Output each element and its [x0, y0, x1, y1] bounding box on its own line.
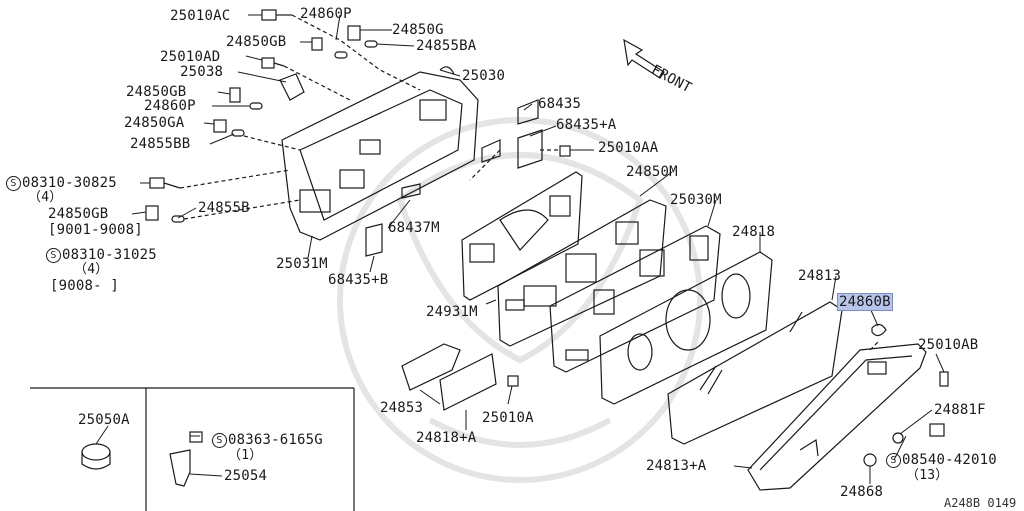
part-24850GB-low: 24850GB [48, 206, 109, 222]
part-24855BB: 24855BB [130, 136, 191, 152]
range-9001-9008: [9001-9008] [48, 222, 143, 238]
part-24850GB-top: 24850GB [226, 34, 287, 50]
part-24850G: 24850G [392, 22, 444, 38]
part-25010A: 25010A [482, 410, 534, 426]
frame-24813A [747, 343, 927, 491]
part-24818: 24818 [732, 224, 776, 240]
part-24860P-top: 24860P [300, 6, 352, 22]
part-25030: 25030 [462, 68, 506, 84]
part-24850GB-mid: 24850GB [126, 84, 187, 100]
panel-25030M [549, 225, 721, 373]
housing-25030 [281, 66, 479, 241]
bulbs-and-screws [145, 9, 571, 223]
qty-1: （1） [228, 448, 263, 463]
range-9008: [9008- ] [50, 278, 120, 294]
part-25010AD: 25010AD [160, 49, 221, 65]
s-symbol-icon: S [6, 176, 21, 191]
lens-24813 [667, 301, 843, 445]
inset-box [30, 387, 355, 511]
part-24850GA: 24850GA [124, 115, 185, 131]
part-24860P-mid: 24860P [144, 98, 196, 114]
part-24855B: 24855B [198, 200, 250, 216]
s-symbol-icon: S [212, 433, 227, 448]
part-24868: 24868 [840, 484, 884, 500]
figure-reference: A248B 0149 [944, 496, 1017, 510]
front-arrow-icon [623, 38, 665, 79]
sub-parts-24853 [401, 343, 519, 411]
part-24931M: 24931M [426, 304, 478, 320]
part-25050A: 25050A [78, 412, 130, 428]
part-24850M: 24850M [626, 164, 678, 180]
watermark-emblem [337, 117, 703, 483]
part-24818A: 24818+A [416, 430, 477, 446]
grommet-25050A [81, 443, 111, 470]
part-25031M: 25031M [276, 256, 328, 272]
bracket-25054 [169, 431, 203, 487]
circuit-24931M [461, 171, 583, 301]
part-68435B: 68435+B [328, 272, 389, 288]
qty-4-a: （4） [28, 190, 63, 205]
part-24813: 24813 [798, 268, 842, 284]
s-symbol-icon: S [886, 453, 901, 468]
part-68435: 68435 [538, 96, 582, 112]
callout-lines [95, 14, 945, 484]
leader-lines [179, 14, 881, 351]
part-25054: 25054 [224, 468, 268, 484]
part-25010AC: 25010AC [170, 8, 231, 24]
part-24855BA: 24855BA [416, 38, 477, 54]
s-symbol-icon: S [46, 248, 61, 263]
part-25010AB: 25010AB [918, 337, 979, 353]
part-25010AA: 25010AA [598, 140, 659, 156]
part-68437M: 68437M [388, 220, 440, 236]
part-24813A: 24813+A [646, 458, 707, 474]
part-24853: 24853 [380, 400, 424, 416]
qty-4-b: （4） [74, 262, 109, 277]
dial-plate-24818 [599, 251, 773, 405]
qty-13: （13） [906, 468, 949, 483]
part-25038: 25038 [180, 64, 224, 80]
part-68435A: 68435+A [556, 117, 617, 133]
part-25030M: 25030M [670, 192, 722, 208]
label-pads [365, 99, 543, 257]
part-24881F: 24881F [934, 402, 986, 418]
part-24860B-highlighted[interactable]: 24860B [837, 293, 893, 311]
